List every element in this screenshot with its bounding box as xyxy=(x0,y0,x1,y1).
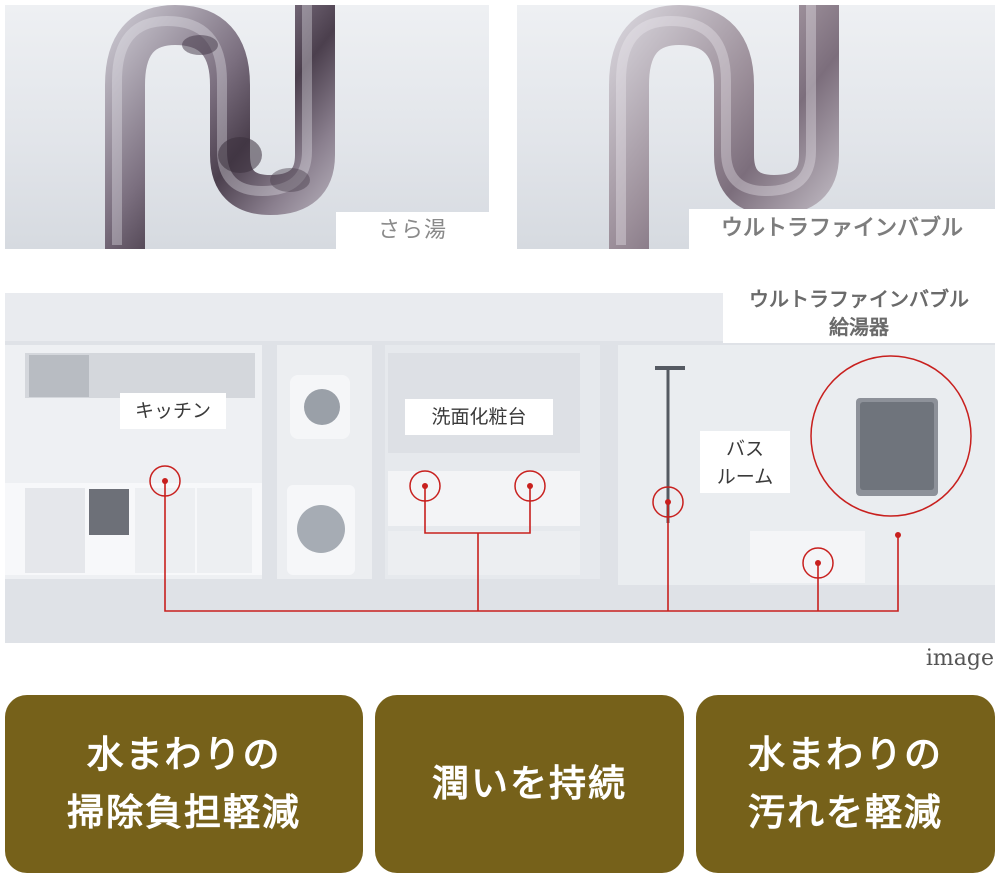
plain-water-caption: さら湯 xyxy=(336,212,489,249)
ufb-pipe-photo: ウルトラファインバブル xyxy=(517,5,995,249)
image-note: image xyxy=(925,646,994,671)
dirty-pipe-illustration xyxy=(105,5,335,249)
clean-pipe-illustration xyxy=(609,5,839,249)
benefit-card-cleaning: 水まわりの 掃除負担軽減 xyxy=(5,695,363,873)
bathroom-label-line1: バス xyxy=(725,438,764,460)
bathroom-label: バス ルーム xyxy=(700,431,790,493)
benefit-1-line2: 掃除負担軽減 xyxy=(67,791,301,834)
ufb-caption: ウルトラファインバブル xyxy=(689,209,995,249)
washroom-label: 洗面化粧台 xyxy=(405,399,553,435)
house-water-diagram xyxy=(5,293,995,643)
hot-water-pipe-route xyxy=(164,481,899,612)
benefit-3-line1: 水まわりの xyxy=(748,733,943,776)
house-cross-section xyxy=(5,293,995,643)
plain-water-pipe-photo: さら湯 xyxy=(5,5,489,249)
benefit-2-line1: 潤いを持続 xyxy=(432,762,627,805)
benefit-card-moisture: 潤いを持続 xyxy=(375,695,684,873)
benefit-card-dirt: 水まわりの 汚れを軽減 xyxy=(696,695,995,873)
water-heater-label: ウルトラファインバブル 給湯器 xyxy=(723,283,995,343)
benefit-3-line2: 汚れを軽減 xyxy=(748,791,943,834)
water-heater-label-line2: 給湯器 xyxy=(829,315,889,339)
water-heater-label-line1: ウルトラファインバブル xyxy=(749,287,969,311)
kitchen-label: キッチン xyxy=(120,393,226,429)
bathroom-label-line2: ルーム xyxy=(716,466,774,488)
benefit-1-line1: 水まわりの xyxy=(86,733,282,776)
